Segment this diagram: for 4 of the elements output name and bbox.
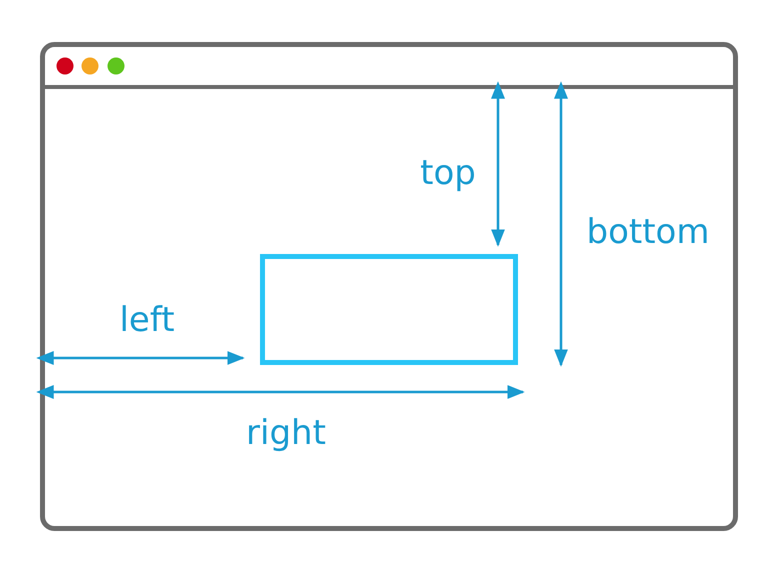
dimension-label: right xyxy=(246,413,326,453)
dimension-label: bottom xyxy=(586,212,710,252)
dimension-label: left xyxy=(119,300,175,340)
dimension-label: top xyxy=(420,153,476,193)
